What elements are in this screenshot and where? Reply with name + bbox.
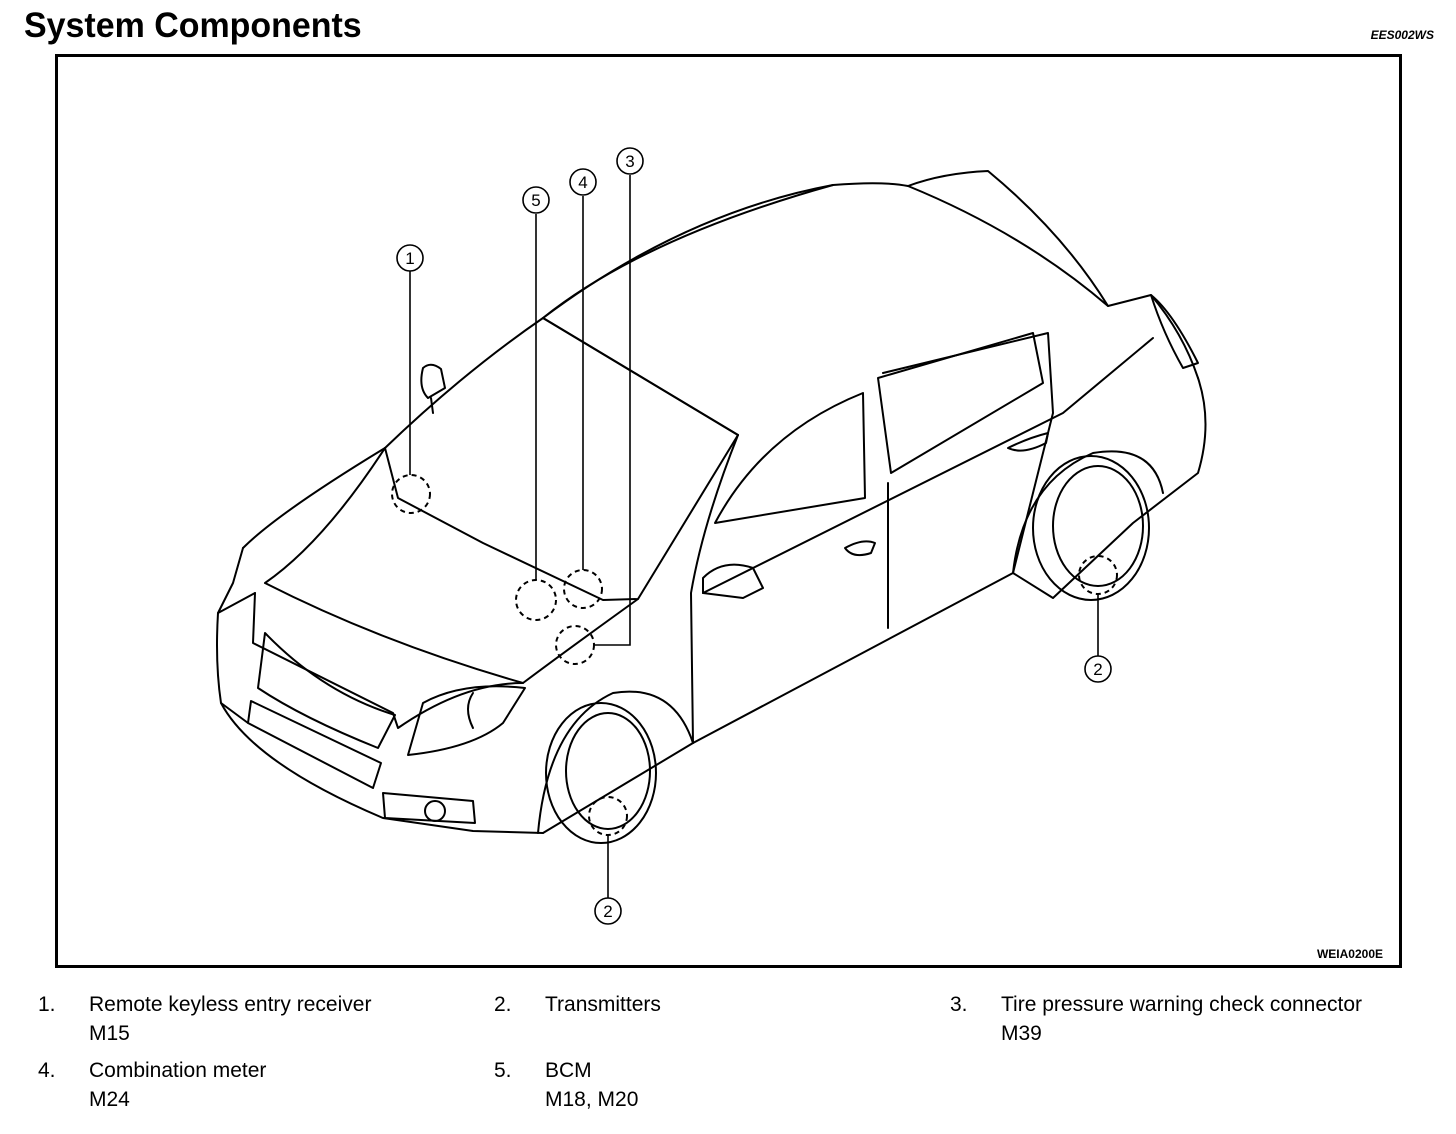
legend-name: BCM [545, 1059, 592, 1082]
svg-text:3: 3 [625, 152, 634, 171]
legend-name: Tire pressure warning check connector [1001, 993, 1363, 1016]
legend-name: Transmitters [545, 993, 661, 1016]
svg-text:1: 1 [405, 249, 414, 268]
legend-name: Combination meter [89, 1059, 267, 1082]
rear-wheel-arch [1012, 450, 1164, 574]
component-circle-1 [391, 474, 431, 514]
side-mirror [702, 563, 764, 599]
legend-number: 5. [494, 1059, 512, 1082]
component-circle-4 [563, 569, 603, 609]
callout-1: 1 [396, 244, 424, 272]
rear-door-window [877, 332, 1044, 474]
rear-window-edge [907, 185, 1109, 307]
section-code: EES002WS [1370, 28, 1434, 42]
legend-connector: M39 [1001, 1022, 1042, 1045]
svg-text:2: 2 [603, 902, 612, 921]
car-hood [264, 447, 639, 684]
page-title: System Components [24, 6, 362, 45]
leader-lines [409, 175, 1099, 898]
front-wheel-arch [537, 690, 694, 834]
figure-code: WEIA0200E [1316, 947, 1383, 961]
callout-2-front: 2 [594, 897, 622, 925]
windshield [384, 184, 834, 449]
svg-text:5: 5 [531, 191, 540, 210]
legend-number: 1. [38, 993, 56, 1016]
front-door-window [714, 392, 866, 524]
roof-crease [542, 317, 739, 436]
legend-number: 3. [950, 993, 968, 1016]
callout-2-rear: 2 [1084, 655, 1112, 683]
diagram-frame: 1 2 2 3 4 5 WEIA0200E [55, 54, 1402, 968]
legend-connector: M18, M20 [545, 1088, 639, 1111]
legend-connector: M15 [89, 1022, 130, 1045]
component-circle-5 [515, 579, 557, 621]
legend-number: 2. [494, 993, 512, 1016]
legend-connector: M24 [89, 1088, 130, 1111]
callout-5: 5 [522, 186, 550, 214]
door-handle-rear [1007, 432, 1049, 452]
callout-3: 3 [616, 147, 644, 175]
car-roof [542, 170, 1199, 436]
headlight [407, 685, 526, 756]
car-illustration: 1 2 2 3 4 5 [216, 147, 1207, 925]
car-side [542, 377, 1207, 834]
rear-view-mirror [420, 363, 446, 414]
legend-number: 4. [38, 1059, 56, 1082]
component-circle-2-rear [1078, 555, 1118, 595]
svg-text:2: 2 [1093, 660, 1102, 679]
tail-light [1150, 294, 1199, 369]
front-bumper [216, 612, 544, 834]
svg-text:4: 4 [578, 173, 587, 192]
legend-name: Remote keyless entry receiver [89, 993, 372, 1016]
callout-4: 4 [569, 168, 597, 196]
front-wheel [545, 702, 657, 844]
rear-wheel [1032, 455, 1150, 601]
front-grille [257, 632, 396, 749]
fog-lamp [382, 792, 476, 824]
door-handle-front [844, 540, 876, 557]
